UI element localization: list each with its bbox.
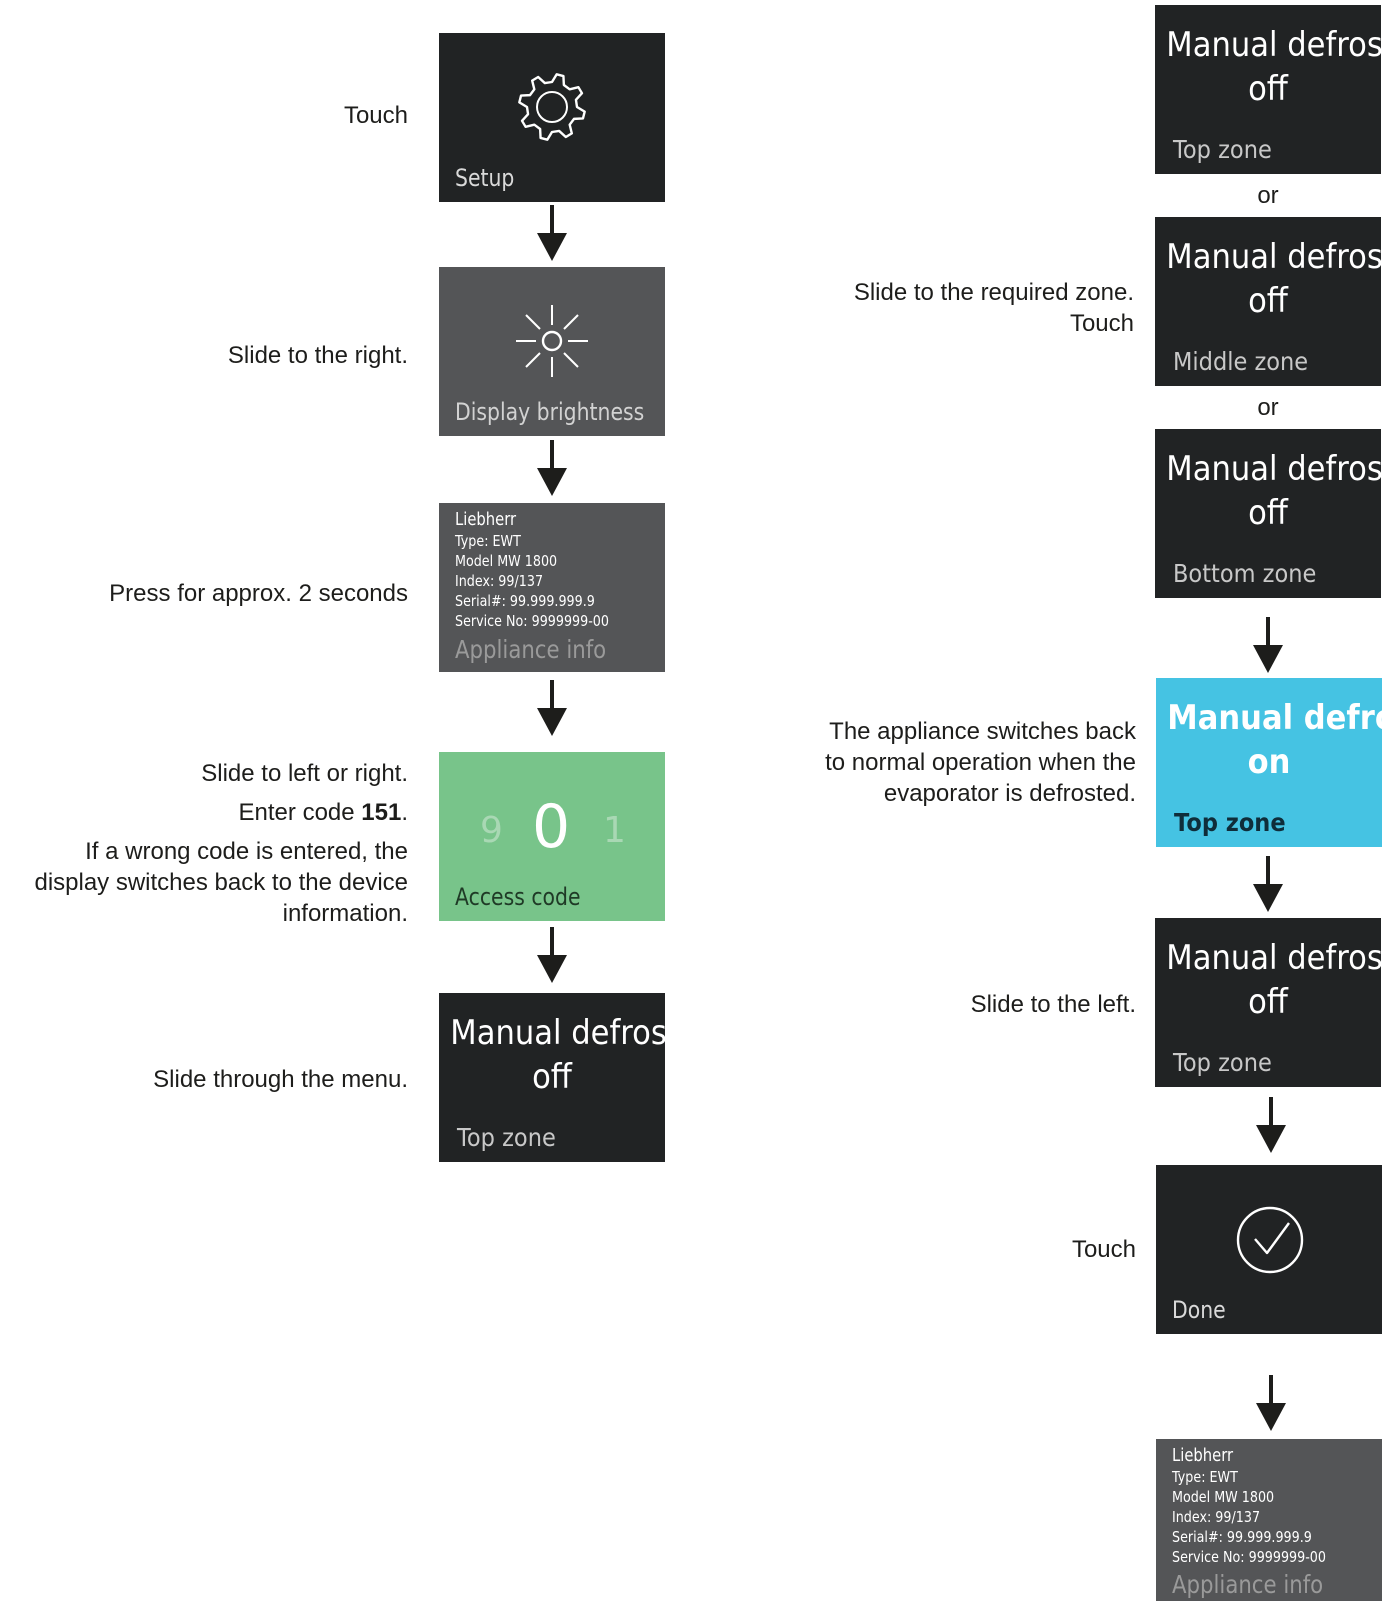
defrost-title-line2: off xyxy=(1248,493,1288,533)
defrost-title-line2: off xyxy=(1248,982,1288,1022)
info-serial: Serial#: 99.999.999.9 xyxy=(455,592,595,610)
instruction-select-zone: Slide to the required zone. Touch xyxy=(854,277,1134,339)
arrow-down-icon xyxy=(1256,1097,1286,1153)
wrong-code-line: display switches back to the device xyxy=(34,869,408,896)
note-normal-operation: The appliance switches back to normal op… xyxy=(825,716,1136,809)
setup-label: Setup xyxy=(455,164,515,192)
display-brightness-label: Display brightness xyxy=(455,398,645,426)
note-line: evaporator is defrosted. xyxy=(883,780,1136,807)
defrost-title-line2: off xyxy=(1248,281,1288,321)
appliance-info-details: Liebherr Type: EWT Model MW 1800 Index: … xyxy=(455,509,659,631)
defrost-title-line2: on xyxy=(1247,742,1291,782)
arrow-down-icon xyxy=(537,205,567,261)
defrost-title-line1: Manual defrost xyxy=(1167,698,1382,738)
access-code-panel[interactable]: 9 0 1 Access code xyxy=(439,752,665,921)
done-label: Done xyxy=(1172,1296,1226,1324)
instruction-press-2-seconds: Press for approx. 2 seconds xyxy=(109,580,408,607)
defrost-title: Manual defrost on xyxy=(1156,696,1382,784)
manual-defrost-on-panel[interactable]: Manual defrost on Top zone xyxy=(1156,678,1382,847)
appliance-info-details: Liebherr Type: EWT Model MW 1800 Index: … xyxy=(1172,1445,1376,1567)
instruction-access-code: Slide to left or right. Enter code 151. … xyxy=(34,754,408,929)
note-line: to normal operation when the xyxy=(825,749,1136,776)
arrow-down-icon xyxy=(537,680,567,736)
arrow-down-icon xyxy=(1256,1375,1286,1431)
digit-current[interactable]: 0 xyxy=(532,792,571,862)
code-prefix: Enter code xyxy=(238,799,362,826)
appliance-info-label: Appliance info xyxy=(1172,1570,1324,1599)
or-separator: or xyxy=(1257,182,1279,209)
arrow-down-icon xyxy=(537,927,567,983)
defrost-title: Manual defrost off xyxy=(1155,235,1381,323)
defrost-title-line2: off xyxy=(1248,69,1288,109)
code-value: 151 xyxy=(361,799,402,826)
wrong-code-note: If a wrong code is entered, the display … xyxy=(34,836,408,929)
manual-defrost-off-after-panel[interactable]: Manual defrost off Top zone xyxy=(1155,918,1381,1087)
zone-label: Top zone xyxy=(1174,808,1286,837)
digit-next[interactable]: 1 xyxy=(603,810,626,851)
info-brand: Liebherr xyxy=(1172,1445,1234,1466)
sun-icon xyxy=(516,305,588,377)
zone-label: Top zone xyxy=(1173,135,1272,164)
appliance-info-final-panel[interactable]: Liebherr Type: EWT Model MW 1800 Index: … xyxy=(1156,1439,1382,1601)
code-suffix: . xyxy=(401,799,408,826)
appliance-info-label: Appliance info xyxy=(455,635,607,664)
info-type: Type: EWT xyxy=(455,532,521,550)
instruction-line: Touch xyxy=(1069,310,1134,337)
defrost-title-line2: off xyxy=(532,1057,572,1097)
arrow-down-icon xyxy=(1253,617,1283,673)
access-code-label: Access code xyxy=(455,883,581,911)
display-brightness-panel[interactable]: Display brightness xyxy=(439,267,665,436)
gear-icon xyxy=(518,73,586,141)
appliance-info-panel[interactable]: Liebherr Type: EWT Model MW 1800 Index: … xyxy=(439,503,665,672)
info-index: Index: 99/137 xyxy=(455,572,544,590)
defrost-title-line1: Manual defrost xyxy=(450,1013,665,1053)
defrost-title: Manual defrost off xyxy=(1155,23,1381,111)
instruction-touch-done: Touch xyxy=(1071,1236,1136,1263)
info-model: Model MW 1800 xyxy=(455,552,558,570)
instruction-slide-left-right: Slide to left or right. xyxy=(201,760,408,787)
zone-label: Middle zone xyxy=(1173,347,1309,376)
defrost-title: Manual defrost off xyxy=(1155,447,1381,535)
instruction-enter-code: Enter code 151. xyxy=(34,793,408,832)
info-model: Model MW 1800 xyxy=(1172,1488,1275,1506)
digit-prev[interactable]: 9 xyxy=(480,810,503,851)
done-panel[interactable]: Done xyxy=(1156,1165,1382,1334)
instruction-slide-left: Slide to the left. xyxy=(970,991,1136,1018)
defrost-title-line1: Manual defrost xyxy=(1166,449,1381,489)
checkmark-circle-icon xyxy=(1236,1206,1304,1274)
note-line: The appliance switches back xyxy=(829,718,1136,745)
zone-label: Top zone xyxy=(1173,1048,1272,1077)
info-index: Index: 99/137 xyxy=(1172,1508,1261,1526)
info-type: Type: EWT xyxy=(1172,1468,1238,1486)
instruction-touch-setup: Touch xyxy=(343,102,408,129)
arrow-down-icon xyxy=(537,440,567,496)
defrost-title-line1: Manual defrost xyxy=(1166,237,1381,277)
bottom-zone-panel[interactable]: Manual defrost off Bottom zone xyxy=(1155,429,1381,598)
defrost-title-line1: Manual defrost xyxy=(1166,25,1381,65)
zone-label: Bottom zone xyxy=(1173,559,1317,588)
info-service-no: Service No: 9999999-00 xyxy=(455,612,609,630)
arrow-down-icon xyxy=(1253,856,1283,912)
middle-zone-panel[interactable]: Manual defrost off Middle zone xyxy=(1155,217,1381,386)
defrost-title: Manual defrost off xyxy=(439,1011,665,1099)
top-zone-panel[interactable]: Manual defrost off Top zone xyxy=(1155,5,1381,174)
wrong-code-line: information. xyxy=(282,900,408,927)
info-brand: Liebherr xyxy=(455,509,517,530)
zone-label: Top zone xyxy=(457,1123,556,1152)
manual-defrost-off-panel[interactable]: Manual defrost off Top zone xyxy=(439,993,665,1162)
wrong-code-line: If a wrong code is entered, the xyxy=(85,838,408,865)
defrost-title-line1: Manual defrost xyxy=(1166,938,1381,978)
setup-panel[interactable]: Setup xyxy=(439,33,665,202)
instruction-slide-right: Slide to the right. xyxy=(227,342,408,369)
instruction-line: Slide to the required zone. xyxy=(853,279,1134,306)
info-service-no: Service No: 9999999-00 xyxy=(1172,1548,1326,1566)
instruction-slide-menu: Slide through the menu. xyxy=(153,1066,408,1093)
or-separator: or xyxy=(1257,394,1279,421)
defrost-title: Manual defrost off xyxy=(1155,936,1381,1024)
info-serial: Serial#: 99.999.999.9 xyxy=(1172,1528,1312,1546)
